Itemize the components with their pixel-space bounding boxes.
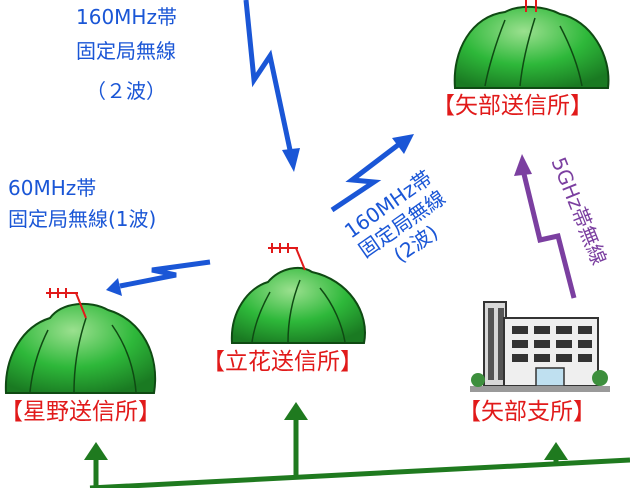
link-top-waves: （２波） bbox=[86, 79, 166, 103]
wired-network bbox=[84, 402, 630, 488]
yabe-shisho-building bbox=[470, 301, 610, 392]
radio-link-left bbox=[106, 259, 211, 296]
radio-link-top bbox=[243, 0, 300, 172]
link-left-kind: 固定局無線(1波) bbox=[8, 207, 157, 231]
link-top-band: 160MHz帯 bbox=[76, 5, 177, 29]
radio-link-mid bbox=[330, 134, 414, 213]
bus-line bbox=[89, 457, 630, 488]
antenna-tachibana bbox=[268, 243, 306, 271]
antenna-hoshino bbox=[46, 288, 87, 319]
link-top-kind: 固定局無線 bbox=[76, 39, 176, 63]
station-tachibana: 【立花送信所】 bbox=[202, 349, 363, 375]
station-hoshino: 【星野送信所】 bbox=[0, 399, 161, 425]
station-yabe-sousin: 【矢部送信所】 bbox=[432, 93, 593, 119]
hoshino-mountain bbox=[4, 288, 157, 394]
arrow-head-hoshino bbox=[84, 442, 108, 460]
arrow-head-tachibana bbox=[284, 402, 308, 420]
yabe-sousin-mountain bbox=[453, 0, 610, 89]
tachibana-mountain bbox=[230, 243, 366, 344]
arrow-head-yabe-shisho bbox=[544, 442, 568, 460]
station-yabe-shisho: 【矢部支所】 bbox=[458, 399, 596, 425]
radio-link-right bbox=[514, 154, 577, 299]
link-left-band: 60MHz帯 bbox=[8, 176, 97, 200]
